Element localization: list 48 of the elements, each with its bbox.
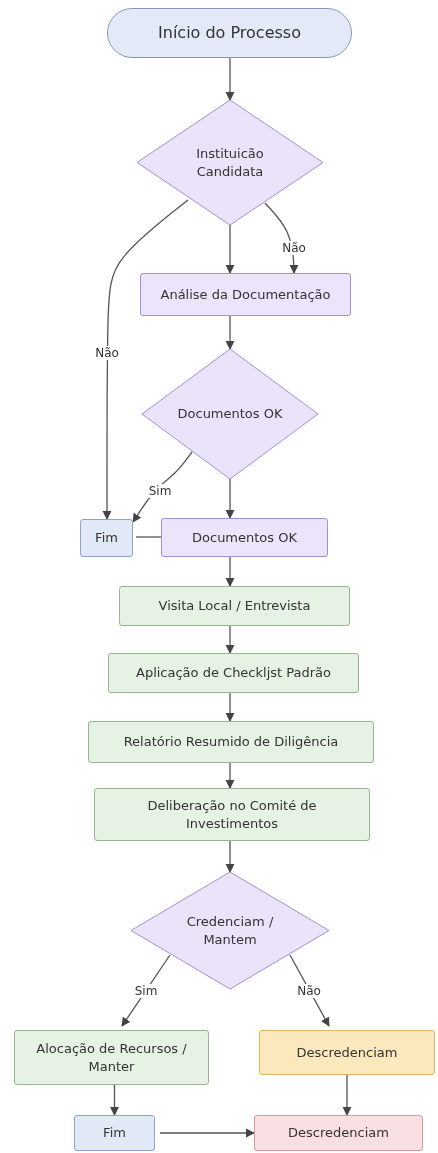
node-label: Descredenciam <box>288 1124 389 1142</box>
decision-diamond <box>142 349 318 479</box>
process-box <box>161 518 328 557</box>
process-box <box>94 788 370 841</box>
arrow <box>102 199 189 520</box>
process-box <box>259 1030 435 1075</box>
node-label: Análise da Documentação <box>160 285 331 304</box>
arrow <box>225 625 235 654</box>
end-box <box>80 519 133 557</box>
arrow <box>225 556 235 587</box>
edge-label: Não <box>281 241 307 255</box>
edge-label: Não <box>94 346 120 360</box>
start-terminal <box>107 8 352 58</box>
process-box <box>119 586 350 626</box>
arrow <box>159 1128 255 1138</box>
edge-label: Sim <box>133 984 159 998</box>
process-box <box>14 1030 209 1085</box>
node-label: Documentos OK <box>192 528 297 547</box>
node-label: Alocação de Recursos / Manter <box>35 1039 188 1076</box>
node-label: Relatório Resumido de Diligência <box>123 733 339 751</box>
arrow <box>225 224 235 274</box>
end-box <box>254 1115 423 1151</box>
node-label: Deliberação no Comité de Investimentos <box>146 796 318 833</box>
end-box <box>74 1115 155 1151</box>
node-label: Instituicão Candidata <box>195 144 265 181</box>
arrow <box>225 762 235 789</box>
process-box <box>140 273 351 316</box>
arrow <box>225 692 235 722</box>
process-box <box>108 653 359 693</box>
node-label: Início do Processo <box>158 22 301 44</box>
connector-line <box>135 536 162 538</box>
node-label: Fim <box>95 529 118 547</box>
edge-label: Não <box>296 984 322 998</box>
edge-label: Sim <box>147 484 173 498</box>
node-label: Aplicação de Checkljst Padrão <box>136 664 331 682</box>
node-label: Credenciam / Mantem <box>185 912 275 949</box>
node-label: Descredenciam <box>296 1043 398 1062</box>
decision-diamond <box>137 100 323 225</box>
arrow <box>225 57 235 101</box>
node-label: Documentos OK <box>177 405 283 423</box>
arrow <box>225 315 235 350</box>
arrow <box>225 840 235 873</box>
process-box <box>88 721 374 763</box>
node-label: Fim <box>103 1124 126 1142</box>
node-label: Visita Local / Entrevista <box>158 597 311 615</box>
arrow <box>109 1084 120 1116</box>
arrow <box>225 478 235 519</box>
arrow <box>342 1074 352 1116</box>
